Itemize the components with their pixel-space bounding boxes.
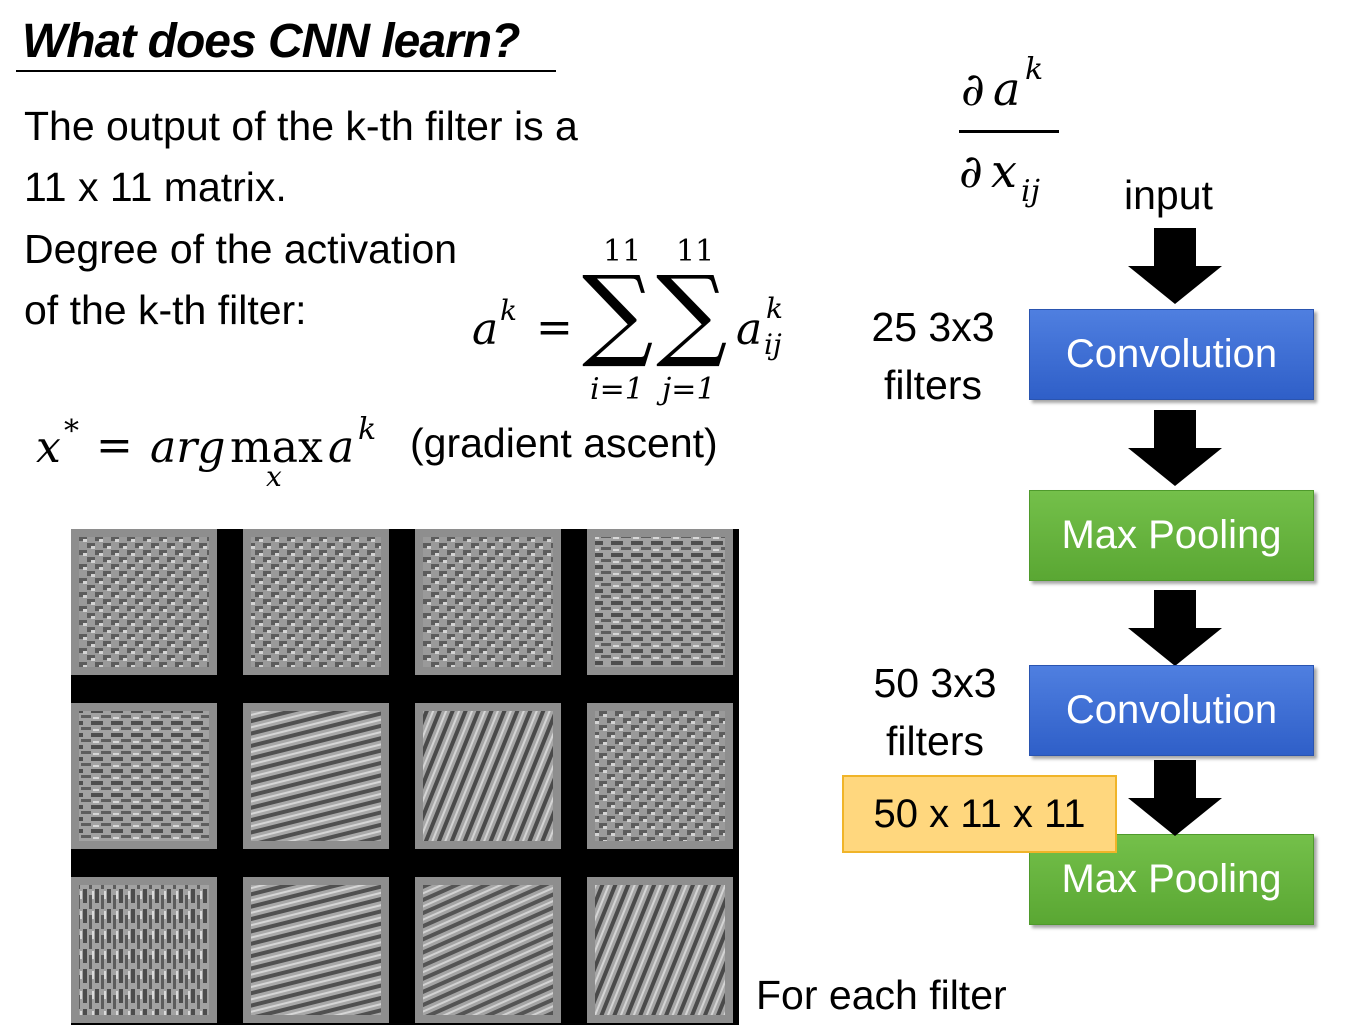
denominator-var: x	[991, 144, 1017, 198]
formula-equals: =	[536, 302, 573, 353]
sum2-upper: 11	[676, 234, 715, 269]
fraction-bar	[959, 130, 1059, 133]
filter-tile-horizontal	[79, 711, 209, 841]
filter-tile-diagonal-mid	[423, 885, 553, 1015]
formula-term-sup: k	[766, 292, 783, 325]
filter-tile-vertical	[79, 885, 209, 1015]
body-line-1: The output of the k-th filter is a	[24, 103, 578, 149]
filter-tile-checker	[423, 537, 553, 667]
title-underline	[16, 70, 556, 72]
filter-tile-diagonal-shallow	[251, 711, 381, 841]
argmax-arg: arg	[150, 422, 226, 473]
activation-formula: a k = 11 ∑ i=1 11 ∑ j=1 a k ij	[470, 232, 810, 412]
filter-visualization-svg	[71, 529, 733, 1023]
formula-term-sub: ij	[764, 328, 782, 361]
filter-tile-diagonal-steep	[423, 711, 553, 841]
filter-tile-horizontal	[595, 537, 725, 667]
argmax-lhs: x	[36, 422, 61, 473]
filter-tile-checker	[251, 537, 381, 667]
argmax-var-sup: k	[358, 412, 377, 447]
sum2-lower: j=1	[662, 372, 716, 407]
sum1-lower: i=1	[590, 372, 644, 407]
body-line-3: Degree of the activation	[24, 226, 458, 272]
conv1-filters-line1: 25 3x3	[871, 304, 995, 350]
denominator-partial: ∂	[959, 144, 983, 198]
argmax-equals: =	[96, 420, 133, 471]
argmax-max-sub: x	[266, 460, 282, 493]
max-pooling-box-1: Max Pooling	[1029, 490, 1314, 581]
filter-tile-diagonal-steep	[595, 885, 725, 1015]
convolution-box-1: Convolution	[1029, 309, 1314, 400]
numerator-sup: k	[1025, 52, 1044, 87]
filter-tile-checker	[595, 711, 725, 841]
filter-visualization-grid	[71, 529, 739, 1025]
derivative-formula: ∂ a k ∂ x ij	[955, 52, 1065, 216]
input-label: input	[1124, 172, 1213, 218]
sum1-upper: 11	[603, 234, 642, 269]
output-shape-label: 50 x 11 x 11	[842, 775, 1117, 853]
formula-term-var: a	[736, 304, 763, 355]
sum1-symbol: ∑	[582, 254, 654, 371]
argmax-formula: x * = arg max x a k (gradient ascent)	[34, 410, 774, 500]
body-line-2: 11 x 11 matrix.	[24, 164, 287, 210]
arrow-down-icon	[1128, 410, 1222, 486]
filter-tile-diagonal-shallow	[251, 885, 381, 1015]
body-line-4: of the k-th filter:	[24, 287, 307, 333]
argmax-lhs-sup: *	[64, 414, 79, 449]
conv2-filters-line2: filters	[886, 718, 984, 764]
numerator-var: a	[993, 62, 1021, 116]
numerator-partial: ∂	[961, 62, 985, 116]
arrow-down-icon	[1128, 760, 1222, 836]
argmax-max: max	[230, 422, 323, 473]
argmax-var: a	[328, 422, 355, 473]
gradient-ascent-note: (gradient ascent)	[410, 420, 718, 466]
formula-lhs-var: a	[472, 304, 499, 355]
conv1-filters-line2: filters	[884, 362, 982, 408]
conv2-filters-line1: 50 3x3	[873, 660, 997, 706]
denominator-sub: ij	[1021, 174, 1040, 209]
sum2-symbol: ∑	[656, 254, 728, 371]
arrow-down-icon	[1128, 228, 1222, 304]
page-title: What does CNN learn?	[22, 15, 520, 68]
filter-caption: For each filter	[756, 972, 1007, 1018]
convolution-box-2: Convolution	[1029, 665, 1314, 756]
formula-lhs-sup: k	[500, 294, 517, 327]
arrow-down-icon	[1128, 590, 1222, 666]
filter-tile-checker	[79, 537, 209, 667]
